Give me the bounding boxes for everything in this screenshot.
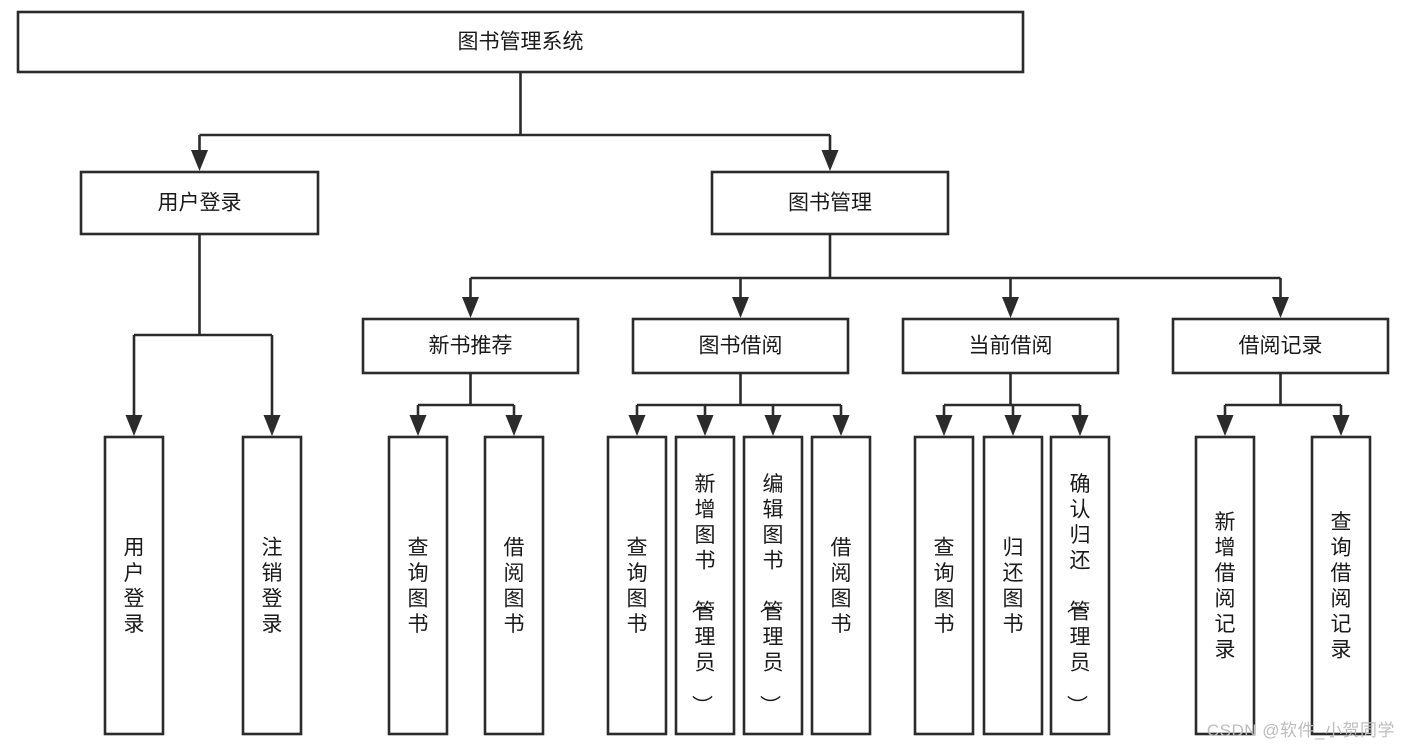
arrow-head-icon: [1216, 415, 1234, 436]
arrow-head-icon: [263, 415, 281, 436]
node-label: 新书推荐: [429, 335, 513, 358]
node-leaf-logout[interactable]: 注销登录: [241, 435, 303, 736]
node-label: 新增图书（管理员）: [690, 473, 716, 716]
edges-layer: [125, 72, 1350, 436]
node-label: 注销登录: [262, 537, 283, 637]
node-box[interactable]: [674, 435, 736, 736]
node-box[interactable]: [1171, 317, 1390, 375]
arrow-head-icon: [732, 297, 749, 318]
node-box[interactable]: [901, 317, 1120, 375]
node-leaf-query-book-2[interactable]: 查询图书: [606, 435, 668, 736]
arrow-head-icon: [409, 415, 427, 436]
node-label: 图书借阅: [699, 335, 783, 358]
node-label: 查询图书: [934, 537, 955, 637]
node-box[interactable]: [103, 435, 165, 736]
connector-group-borrow-record: [1216, 373, 1350, 436]
node-leaf-return-book[interactable]: 归还图书: [982, 435, 1044, 736]
node-label: 当前借阅: [969, 335, 1053, 358]
connector-group-current-borrow: [935, 373, 1089, 436]
node-label: 查询图书: [627, 537, 648, 637]
node-label: 图书管理: [788, 192, 872, 215]
node-box[interactable]: [913, 435, 975, 736]
node-leaf-edit-book-admin[interactable]: 编辑图书（管理员）: [742, 435, 804, 736]
connector-group-root: [191, 72, 839, 171]
arrow-head-icon: [505, 415, 523, 436]
node-current-borrow[interactable]: 当前借阅: [901, 317, 1120, 375]
arrow-head-icon: [628, 415, 646, 436]
arrow-head-icon: [1004, 415, 1022, 436]
node-leaf-query-book-3[interactable]: 查询图书: [913, 435, 975, 736]
node-box[interactable]: [742, 435, 804, 736]
node-label: 查询借阅记录: [1331, 511, 1352, 662]
node-label: 借阅记录: [1239, 335, 1323, 358]
node-label: 图书管理系统: [458, 31, 584, 54]
node-label: 归还图书: [1003, 537, 1024, 637]
node-label: 编辑图书（管理员）: [758, 473, 784, 716]
node-leaf-query-book-1[interactable]: 查询图书: [387, 435, 449, 736]
connector-group-user-login: [125, 234, 281, 436]
node-label: 确认归还（管理员）: [1065, 473, 1091, 716]
node-label: 用户登录: [124, 537, 145, 637]
node-leaf-confirm-return-admin[interactable]: 确认归还（管理员）: [1049, 435, 1111, 736]
arrow-head-icon: [696, 415, 714, 436]
arrow-head-icon: [125, 415, 143, 436]
arrow-head-icon: [832, 415, 850, 436]
node-borrow-record[interactable]: 借阅记录: [1171, 317, 1390, 375]
node-box[interactable]: [810, 435, 872, 736]
arrow-head-icon: [1071, 415, 1089, 436]
node-label: 新增借阅记录: [1215, 511, 1236, 662]
arrow-head-icon: [764, 415, 782, 436]
node-root[interactable]: 图书管理系统: [16, 10, 1025, 74]
node-box[interactable]: [631, 317, 850, 375]
node-box[interactable]: [361, 317, 580, 375]
node-leaf-borrow-book-1[interactable]: 借阅图书: [483, 435, 545, 736]
arrow-head-icon: [935, 415, 953, 436]
connector-group-book-manage: [462, 234, 1289, 318]
node-box[interactable]: [982, 435, 1044, 736]
node-leaf-user-login[interactable]: 用户登录: [103, 435, 165, 736]
node-box[interactable]: [1049, 435, 1111, 736]
node-box[interactable]: [710, 170, 950, 236]
node-label: 借阅图书: [504, 537, 525, 637]
arrow-head-icon: [1332, 415, 1350, 436]
node-box[interactable]: [483, 435, 545, 736]
node-leaf-add-book-admin[interactable]: 新增图书（管理员）: [674, 435, 736, 736]
node-label: 查询图书: [408, 537, 429, 637]
node-book-borrow[interactable]: 图书借阅: [631, 317, 850, 375]
connector-group-new-book-recommend: [409, 373, 523, 436]
node-box[interactable]: [1194, 435, 1256, 736]
node-label: 借阅图书: [831, 537, 852, 637]
node-leaf-add-borrow-record[interactable]: 新增借阅记录: [1194, 435, 1256, 736]
node-box[interactable]: [16, 10, 1025, 74]
node-label: 用户登录: [158, 192, 242, 215]
node-box[interactable]: [606, 435, 668, 736]
node-new-book-recommend[interactable]: 新书推荐: [361, 317, 580, 375]
node-user-login[interactable]: 用户登录: [79, 170, 320, 236]
arrow-head-icon: [821, 150, 839, 171]
arrow-head-icon: [1002, 297, 1019, 318]
node-box[interactable]: [1310, 435, 1372, 736]
node-leaf-borrow-book-2[interactable]: 借阅图书: [810, 435, 872, 736]
arrow-head-icon: [191, 150, 208, 171]
arrow-head-icon: [1272, 297, 1289, 318]
node-box[interactable]: [79, 170, 320, 236]
node-box[interactable]: [387, 435, 449, 736]
arrow-head-icon: [462, 297, 479, 318]
node-box[interactable]: [241, 435, 303, 736]
node-book-manage[interactable]: 图书管理: [710, 170, 950, 236]
node-leaf-query-borrow-record[interactable]: 查询借阅记录: [1310, 435, 1372, 736]
nodes-layer: 图书管理系统用户登录图书管理新书推荐图书借阅当前借阅借阅记录用户登录注销登录查询…: [16, 10, 1390, 736]
connector-group-book-borrow: [628, 373, 850, 436]
